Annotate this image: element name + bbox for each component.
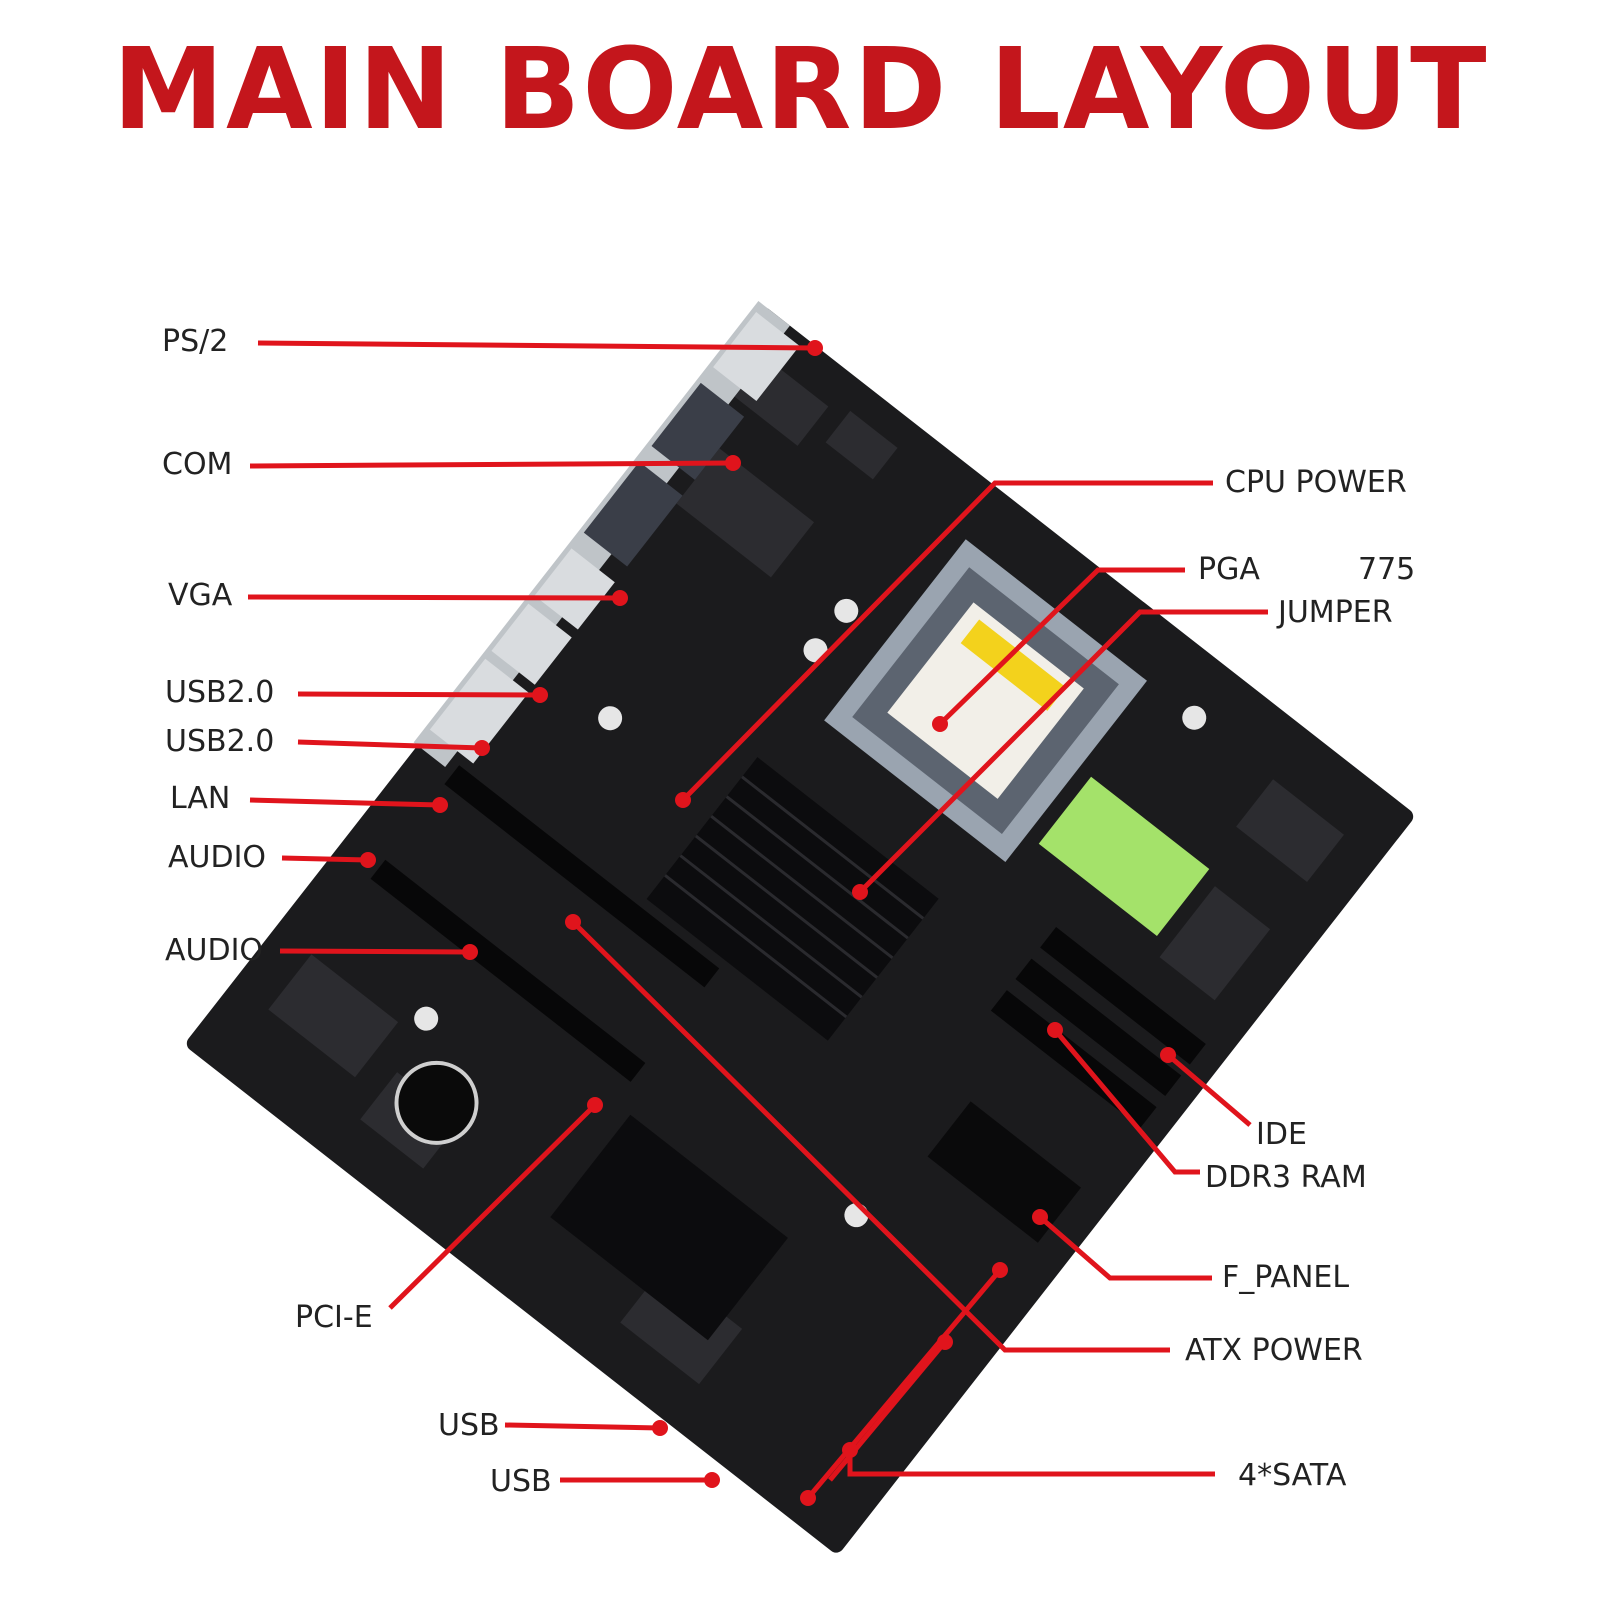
label-audio-b: AUDIO xyxy=(165,933,264,968)
label-ps2: PS/2 xyxy=(162,324,229,359)
label-usb20-a: USB2.0 xyxy=(165,675,275,710)
cmos-battery xyxy=(394,1060,479,1145)
label-audio-a: AUDIO xyxy=(168,840,267,875)
pcie-slots xyxy=(370,765,720,1082)
label-atx-power: ATX POWER xyxy=(1185,1333,1363,1368)
southbridge-heatsink xyxy=(550,1114,788,1341)
leader-dots xyxy=(360,340,1176,1506)
label-usb-b: USB xyxy=(490,1464,552,1499)
label-ddr3-ram: DDR3 RAM xyxy=(1205,1160,1367,1195)
label-4-sata: 4*SATA xyxy=(1238,1458,1347,1493)
ddr3-slots xyxy=(990,927,1206,1128)
motherboard xyxy=(186,301,1414,1553)
label-f-panel: F_PANEL xyxy=(1222,1260,1350,1295)
label-usb-a: USB xyxy=(438,1408,500,1443)
label-pga: PGA xyxy=(1198,552,1260,587)
label-vga: VGA xyxy=(168,578,233,613)
chipset-highlight xyxy=(1038,776,1210,937)
label-ide: IDE xyxy=(1256,1117,1307,1152)
label-pga-number: 775 xyxy=(1358,552,1416,587)
label-lan: LAN xyxy=(170,781,231,816)
atx-connector xyxy=(927,1101,1081,1243)
label-pcie: PCI-E xyxy=(295,1300,373,1335)
io-ports xyxy=(413,301,800,767)
label-com: COM xyxy=(162,447,233,482)
cpu-socket xyxy=(824,539,1147,863)
label-jumper: JUMPER xyxy=(1278,595,1393,630)
label-usb20-b: USB2.0 xyxy=(165,724,275,759)
label-cpu-power: CPU POWER xyxy=(1225,465,1407,500)
leader-lines xyxy=(247,340,1268,1500)
diagram-title: MAIN BOARD LAYOUT xyxy=(112,25,1489,155)
